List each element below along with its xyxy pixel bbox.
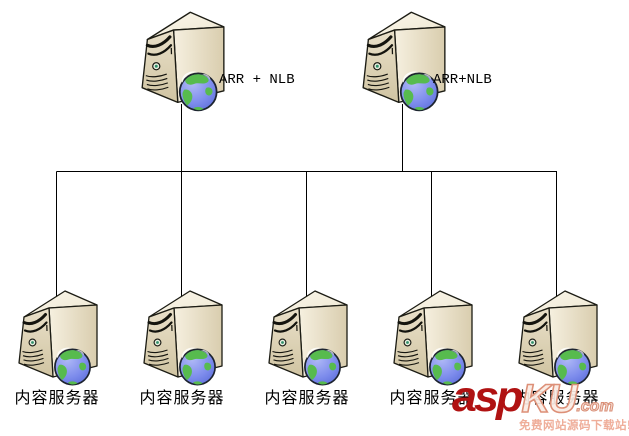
node-label-content-server-4: 内容服务器 xyxy=(389,390,475,407)
node-label-arr-nlb-2: ARR+NLB xyxy=(433,72,492,88)
node-label-content-server-5: 内容服务器 xyxy=(514,390,600,407)
server-globe-icon xyxy=(142,289,224,387)
node-content-server-1 xyxy=(16,287,100,389)
node-arr-nlb-2 xyxy=(360,8,448,115)
server-globe-icon xyxy=(392,289,474,387)
node-arr-nlb-1 xyxy=(139,8,227,115)
node-label-content-server-1: 内容服务器 xyxy=(14,390,100,407)
node-label-content-server-2: 内容服务器 xyxy=(139,390,225,407)
node-content-server-5 xyxy=(516,287,600,389)
server-globe-icon xyxy=(517,289,599,387)
node-content-server-4 xyxy=(391,287,475,389)
server-globe-icon xyxy=(17,289,99,387)
server-globe-icon xyxy=(140,10,226,112)
node-content-server-3 xyxy=(266,287,350,389)
node-label-arr-nlb-1: ARR + NLB xyxy=(219,72,295,88)
node-content-server-2 xyxy=(141,287,225,389)
node-label-content-server-3: 内容服务器 xyxy=(264,390,350,407)
server-globe-icon xyxy=(361,10,447,112)
server-globe-icon xyxy=(267,289,349,387)
